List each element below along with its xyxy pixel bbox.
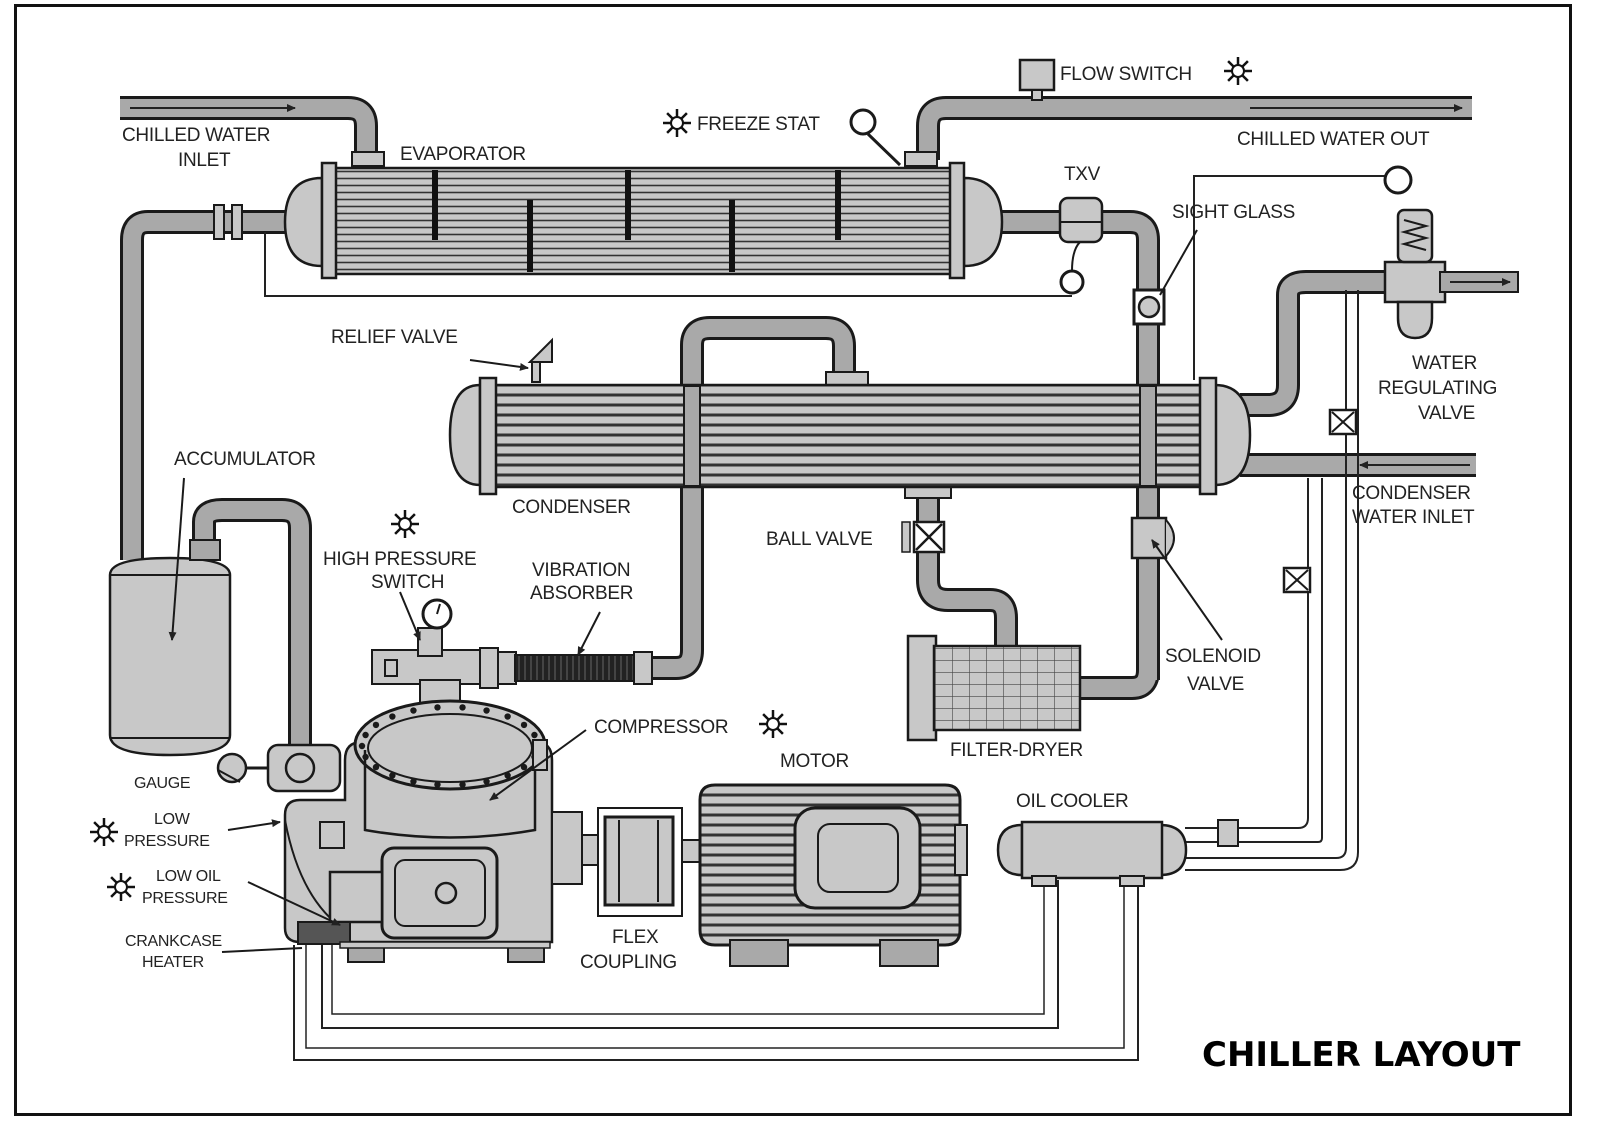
label-water-regulating-valve-3: VALVE — [1418, 403, 1475, 424]
safety-star-icon — [90, 818, 118, 846]
flow-switch — [1018, 58, 1056, 101]
freeze-stat — [849, 108, 902, 167]
oil-cooler — [996, 819, 1239, 887]
sight-glass — [1132, 288, 1166, 326]
compressor — [216, 598, 583, 963]
label-oil-cooler: OIL COOLER — [1016, 791, 1128, 812]
label-accumulator: ACCUMULATOR — [174, 449, 316, 470]
label-condenser-water-inlet-2: WATER INLET — [1352, 507, 1475, 528]
label-freeze-stat: FREEZE STAT — [697, 114, 820, 135]
label-condenser: CONDENSER — [512, 497, 631, 518]
safety-star-icon — [759, 710, 787, 738]
label-crankcase-heater-2: HEATER — [142, 954, 204, 971]
label-low-pressure: LOW — [154, 811, 191, 828]
bolt-icon — [483, 778, 490, 785]
motor — [698, 783, 968, 967]
label-condenser-water-inlet: CONDENSER — [1352, 483, 1471, 504]
label-flow-switch: FLOW SWITCH — [1060, 64, 1192, 85]
label-ball-valve: BALL VALVE — [766, 529, 873, 550]
ball-valve — [901, 520, 946, 554]
label-flex-coupling-2: COUPLING — [580, 952, 677, 973]
label-flex-coupling: FLEX — [612, 927, 659, 948]
evaporator — [213, 151, 1004, 280]
label-chilled-water-out: CHILLED WATER OUT — [1237, 129, 1430, 150]
bolt-icon — [410, 778, 417, 785]
label-high-pressure-switch-2: SWITCH — [371, 572, 444, 593]
bolt-icon — [372, 763, 380, 771]
bolt-icon — [389, 713, 396, 720]
label-vibration-absorber-2: ABSORBER — [530, 583, 633, 604]
bolt-icon — [434, 781, 441, 788]
vibration-absorber — [497, 651, 653, 685]
relief-valve — [527, 337, 553, 383]
label-chilled-water-inlet-2: INLET — [178, 150, 231, 171]
label-water-regulating-valve-2: REGULATING — [1378, 378, 1497, 399]
bolt-icon — [483, 707, 490, 714]
diagram-title: CHILLER LAYOUT — [1202, 1035, 1521, 1075]
label-evaporator: EVAPORATOR — [400, 144, 526, 165]
filter-dryer — [906, 634, 1082, 742]
safety-star-icon — [1224, 57, 1252, 85]
bolt-icon — [520, 721, 528, 729]
condenser — [448, 371, 1252, 499]
label-low-oil-pressure-2: PRESSURE — [142, 890, 228, 907]
bolt-icon — [372, 721, 380, 729]
txv — [1058, 196, 1104, 295]
component-labels: CHILLED WATER INLET EVAPORATOR FREEZE ST… — [122, 64, 1521, 1075]
refrigerant-and-water-piping — [120, 96, 1511, 1061]
label-water-regulating-valve: WATER — [1412, 353, 1477, 374]
label-sight-glass: SIGHT GLASS — [1172, 202, 1295, 223]
label-high-pressure-switch: HIGH PRESSURE — [323, 549, 476, 570]
flex-coupling — [581, 807, 701, 917]
label-txv: TXV — [1064, 164, 1101, 185]
safety-star-icon — [107, 873, 135, 901]
bolt-icon — [410, 707, 417, 714]
safety-star-icon — [663, 109, 691, 137]
label-relief-valve: RELIEF VALVE — [331, 327, 458, 348]
bolt-icon — [389, 772, 396, 779]
bolt-icon — [434, 704, 441, 711]
bolt-icon — [531, 731, 538, 739]
label-chilled-water-inlet: CHILLED WATER — [122, 125, 270, 146]
label-low-pressure-2: PRESSURE — [124, 833, 210, 850]
safety-control-symbols — [90, 57, 1252, 901]
label-vibration-absorber: VIBRATION — [532, 560, 630, 581]
water-regulating-valve — [1383, 165, 1519, 340]
accumulator — [108, 539, 232, 757]
bolt-icon — [459, 781, 466, 788]
label-low-oil-pressure: LOW OIL — [156, 868, 221, 885]
cooling-water-valves — [1282, 408, 1358, 594]
bolt-icon — [459, 704, 466, 711]
safety-star-icon — [391, 510, 419, 538]
bolt-icon — [504, 772, 511, 779]
label-motor: MOTOR — [780, 751, 849, 772]
label-crankcase-heater: CRANKCASE — [125, 933, 222, 950]
label-filter-dryer: FILTER-DRYER — [950, 740, 1083, 761]
label-solenoid-valve: SOLENOID — [1165, 646, 1261, 667]
bolt-icon — [362, 731, 369, 739]
bolt-icon — [520, 763, 528, 771]
label-compressor: COMPRESSOR — [594, 717, 728, 738]
bolt-icon — [358, 742, 366, 750]
bolt-icon — [504, 713, 511, 720]
leader-lines — [168, 229, 1223, 953]
solenoid-valve — [1130, 516, 1175, 560]
label-solenoid-valve-2: VALVE — [1187, 674, 1244, 695]
label-gauge: GAUGE — [134, 775, 190, 792]
